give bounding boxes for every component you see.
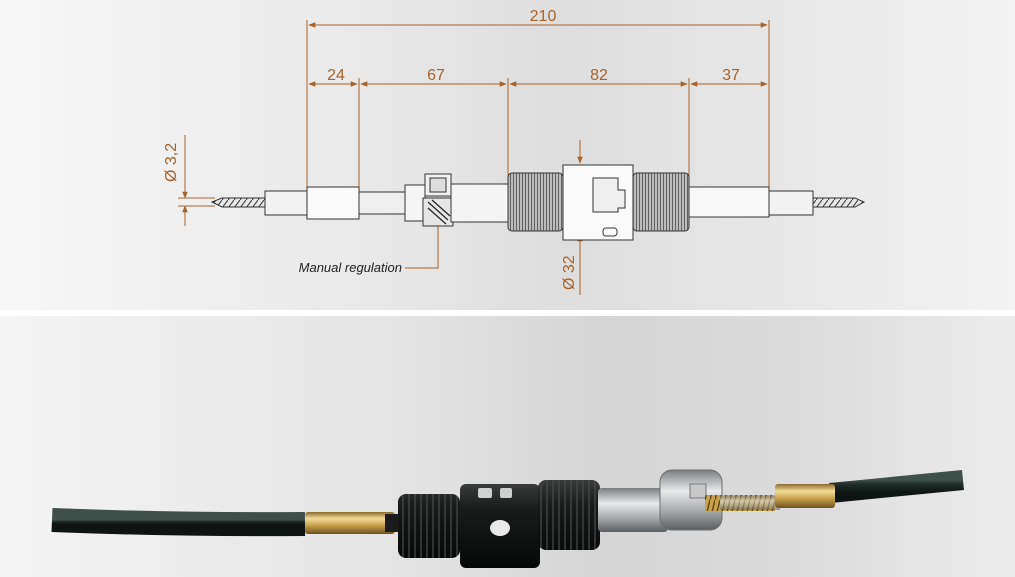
- dimension-seg1-label: 24: [327, 67, 345, 84]
- inner-rod: [358, 191, 408, 215]
- dimension-seg3-label: 82: [590, 67, 608, 84]
- center-sleeve: [450, 183, 509, 223]
- left-wire: [210, 197, 266, 208]
- dimension-overall-label: 210: [530, 8, 557, 25]
- cable-technical-drawing: 210 24 67 82 37 Ø 3,2 Ø 32: [163, 8, 866, 295]
- left-knurled-nut: [507, 172, 564, 232]
- left-ferrule: [306, 186, 360, 220]
- manual-regulation-callout: Manual regulation: [299, 226, 439, 275]
- dimension-seg4-label: 37: [722, 67, 740, 84]
- panel-divider: [0, 310, 1015, 316]
- manual-regulation-label: Manual regulation: [299, 260, 402, 275]
- cable-assembly-outline: [210, 164, 866, 241]
- dimension-seg2-label: 67: [427, 67, 445, 84]
- dimension-overall: 210: [308, 8, 768, 28]
- right-knurled-nut: [632, 172, 690, 232]
- small-diameter-label: Ø 3,2: [163, 143, 180, 182]
- dimension-small-diameter: Ø 3,2: [163, 135, 215, 226]
- left-tube: [264, 190, 310, 216]
- extension-lines: [306, 20, 770, 190]
- regulation-nut: [422, 197, 454, 227]
- dimension-segments: 24 67 82 37: [308, 67, 768, 87]
- right-sleeve: [688, 186, 770, 218]
- product-photo-panel: [0, 316, 1015, 577]
- right-wire: [812, 197, 866, 208]
- right-tube: [768, 190, 814, 216]
- dimension-large-diameter: Ø 32: [561, 140, 583, 295]
- clamp-body: [404, 184, 426, 222]
- large-diameter-label: Ø 32: [561, 255, 578, 290]
